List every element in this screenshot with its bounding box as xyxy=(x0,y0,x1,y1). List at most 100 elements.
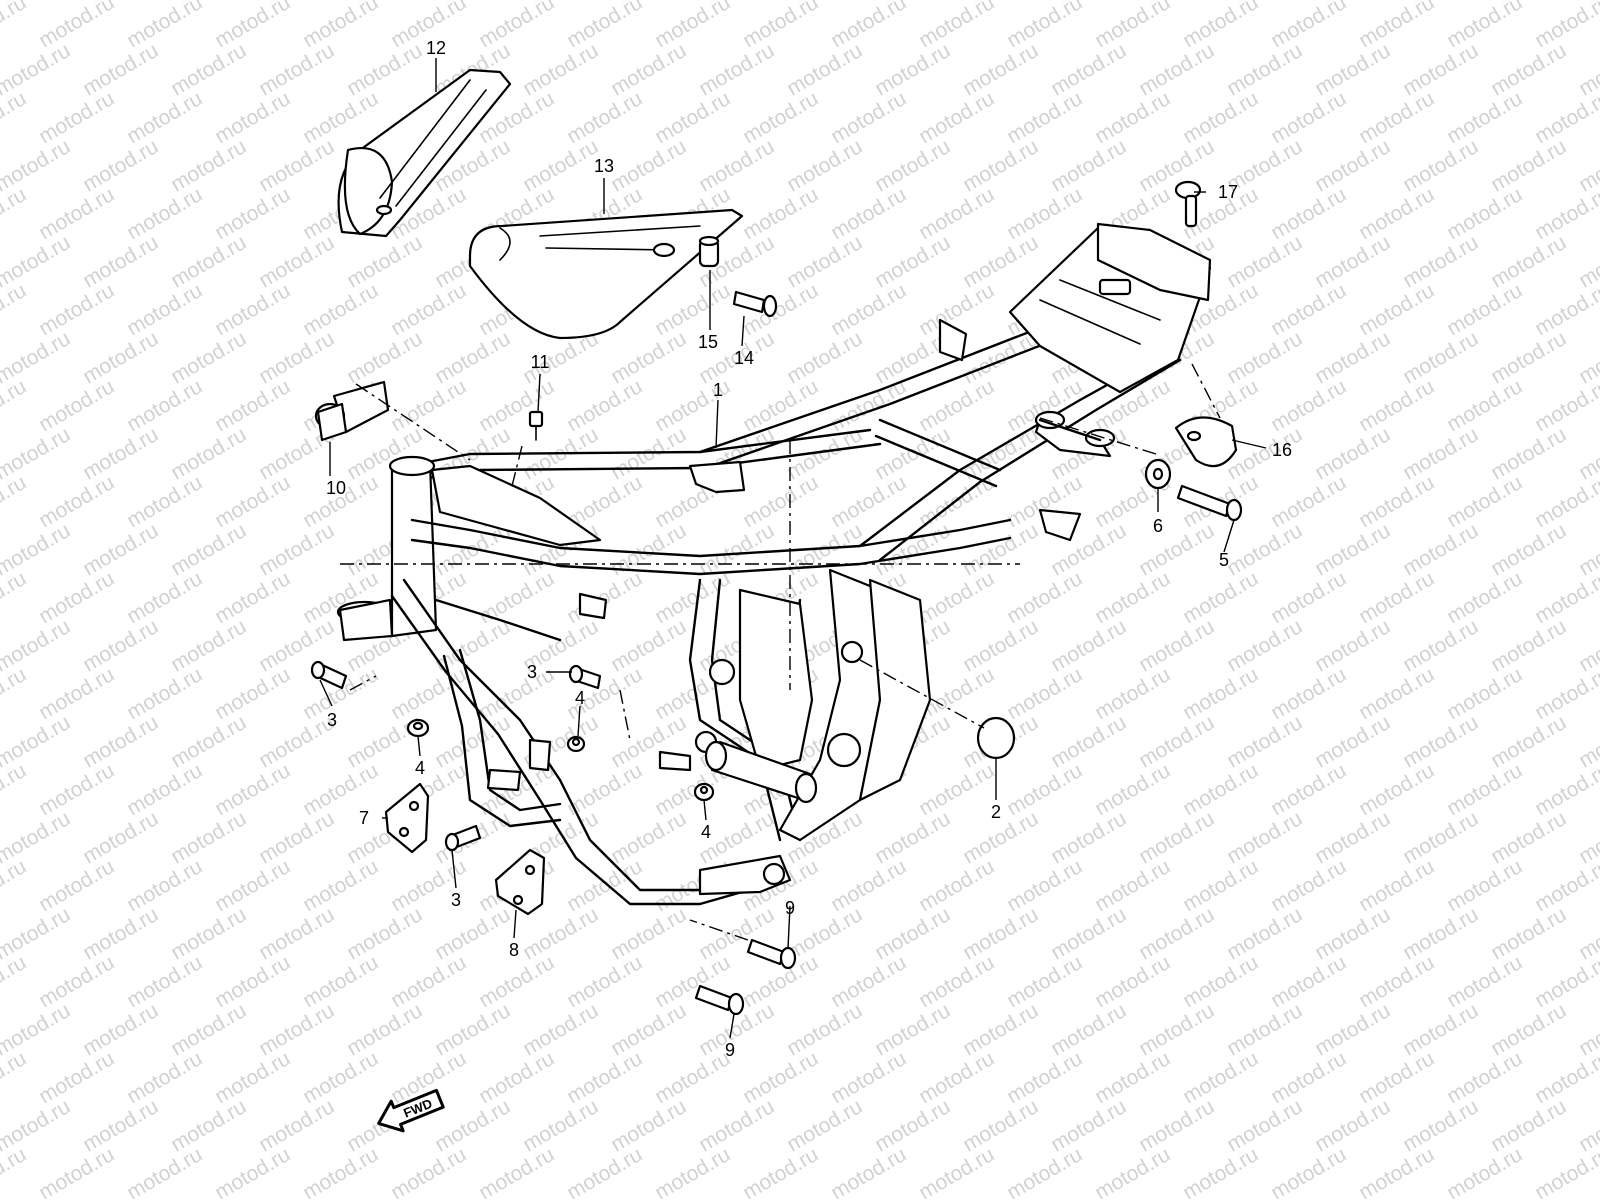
watermark-text: motod.ru xyxy=(123,855,206,916)
watermark-text: motod.ru xyxy=(1443,0,1526,52)
watermark-text: motod.ru xyxy=(1135,39,1218,100)
watermark-text: motod.ru xyxy=(299,0,382,52)
watermark-text: motod.ru xyxy=(387,1143,470,1200)
watermark-text: motod.ru xyxy=(343,903,426,964)
watermark-text: motod.ru xyxy=(475,1143,558,1200)
watermark-text: motod.ru xyxy=(1091,1047,1174,1108)
part-5-bolt xyxy=(1176,484,1243,522)
watermark-text: motod.ru xyxy=(1311,327,1394,388)
watermark-text: motod.ru xyxy=(123,279,206,340)
watermark-text: motod.ru xyxy=(1487,807,1570,868)
watermark-text: motod.ru xyxy=(123,1047,206,1108)
watermark-text: motod.ru xyxy=(343,39,426,100)
watermark-text: motod.ru xyxy=(211,183,294,244)
watermark-text: motod.ru xyxy=(1355,567,1438,628)
watermark-text: motod.ru xyxy=(211,663,294,724)
watermark-text: motod.ru xyxy=(79,231,162,292)
callout-17: 17 xyxy=(1218,182,1238,202)
callout-3-lower: 3 xyxy=(451,890,461,910)
callout-3-center: 3 xyxy=(527,662,537,682)
watermark-text: motod.ru xyxy=(1135,807,1218,868)
watermark-text: motod.ru xyxy=(607,1095,690,1156)
watermark-text: motod.ru xyxy=(1047,39,1130,100)
watermark-text: motod.ru xyxy=(1091,663,1174,724)
watermark-text: motod.ru xyxy=(211,1047,294,1108)
watermark-text: motod.ru xyxy=(563,87,646,148)
watermark-text: motod.ru xyxy=(1267,279,1350,340)
callout-5: 5 xyxy=(1219,550,1229,570)
watermark-text: motod.ru xyxy=(343,231,426,292)
part-14-bolt xyxy=(732,290,778,318)
watermark-text: motod.ru xyxy=(563,0,646,52)
watermark-text: motod.ru xyxy=(1487,231,1570,292)
part-7-bracket xyxy=(384,782,430,854)
watermark-text: motod.ru xyxy=(1179,759,1262,820)
watermark-text: motod.ru xyxy=(1135,711,1218,772)
part-2-plug-cap xyxy=(976,716,1016,760)
watermark-text: motod.ru xyxy=(827,1143,910,1200)
part-4-nut-left xyxy=(406,718,430,738)
watermark-text: motod.ru xyxy=(1179,87,1262,148)
watermark-text: motod.ru xyxy=(123,375,206,436)
watermark-text: motod.ru xyxy=(1267,567,1350,628)
watermark-text: motod.ru xyxy=(1047,711,1130,772)
watermark-text: motod.ru xyxy=(563,855,646,916)
watermark-text: motod.ru xyxy=(1223,807,1306,868)
watermark-text: motod.ru xyxy=(1267,375,1350,436)
watermark-text: motod.ru xyxy=(1531,1143,1600,1200)
watermark-text: motod.ru xyxy=(255,903,338,964)
watermark-text: motod.ru xyxy=(1311,519,1394,580)
assembly-lines xyxy=(340,363,1221,941)
watermark-text: motod.ru xyxy=(123,183,206,244)
watermark-text: motod.ru xyxy=(35,279,118,340)
watermark-text: motod.ru xyxy=(915,567,998,628)
watermark-text: motod.ru xyxy=(79,711,162,772)
watermark-text: motod.ru xyxy=(1223,999,1306,1060)
fwd-arrow: FWD xyxy=(377,1088,445,1133)
watermark-text: motod.ru xyxy=(1355,0,1438,52)
watermark-text: motod.ru xyxy=(211,279,294,340)
watermark-text: motod.ru xyxy=(959,135,1042,196)
watermark-text: motod.ru xyxy=(1267,471,1350,532)
watermark-text: motod.ru xyxy=(343,999,426,1060)
watermark-text: motod.ru xyxy=(915,183,998,244)
watermark-text: motod.ru xyxy=(211,951,294,1012)
watermark-text: motod.ru xyxy=(1399,519,1482,580)
watermark-text: motod.ru xyxy=(607,999,690,1060)
watermark-text: motod.ru xyxy=(167,711,250,772)
watermark-text: motod.ru xyxy=(123,567,206,628)
part-11-bolt xyxy=(528,410,544,441)
watermark-text: motod.ru xyxy=(0,1047,30,1108)
watermark-text: motod.ru xyxy=(0,375,30,436)
watermark-text: motod.ru xyxy=(959,999,1042,1060)
watermark-text: motod.ru xyxy=(387,951,470,1012)
watermark-text: motod.ru xyxy=(167,231,250,292)
watermark-text: motod.ru xyxy=(1135,903,1218,964)
watermark-text: motod.ru xyxy=(1311,807,1394,868)
watermark-text: motod.ru xyxy=(1047,807,1130,868)
watermark-text: motod.ru xyxy=(255,1095,338,1156)
watermark-text: motod.ru xyxy=(1443,471,1526,532)
watermark-text: motod.ru xyxy=(1487,327,1570,388)
callout-11: 11 xyxy=(531,352,550,372)
watermark-text: motod.ru xyxy=(1487,1095,1570,1156)
watermark-text: motod.ru xyxy=(35,855,118,916)
watermark-text: motod.ru xyxy=(1267,0,1350,52)
watermark-text: motod.ru xyxy=(871,423,954,484)
watermark-text: motod.ru xyxy=(959,903,1042,964)
watermark-text: motod.ru xyxy=(35,0,118,52)
callout-3-left: 3 xyxy=(327,710,337,730)
watermark-text: motod.ru xyxy=(387,279,470,340)
callout-10: 10 xyxy=(326,478,346,498)
watermark-text: motod.ru xyxy=(211,855,294,916)
callout-7: 7 xyxy=(359,808,369,828)
watermark-text: motod.ru xyxy=(1267,183,1350,244)
watermark-text: motod.ru xyxy=(79,999,162,1060)
watermark-text: motod.ru xyxy=(607,903,690,964)
watermark-text: motod.ru xyxy=(1487,135,1570,196)
watermark-text: motod.ru xyxy=(1311,1095,1394,1156)
watermark-text: motod.ru xyxy=(563,1143,646,1200)
watermark-text: motod.ru xyxy=(475,375,558,436)
watermark-text: motod.ru xyxy=(871,39,954,100)
part-10-grommet xyxy=(314,380,390,442)
